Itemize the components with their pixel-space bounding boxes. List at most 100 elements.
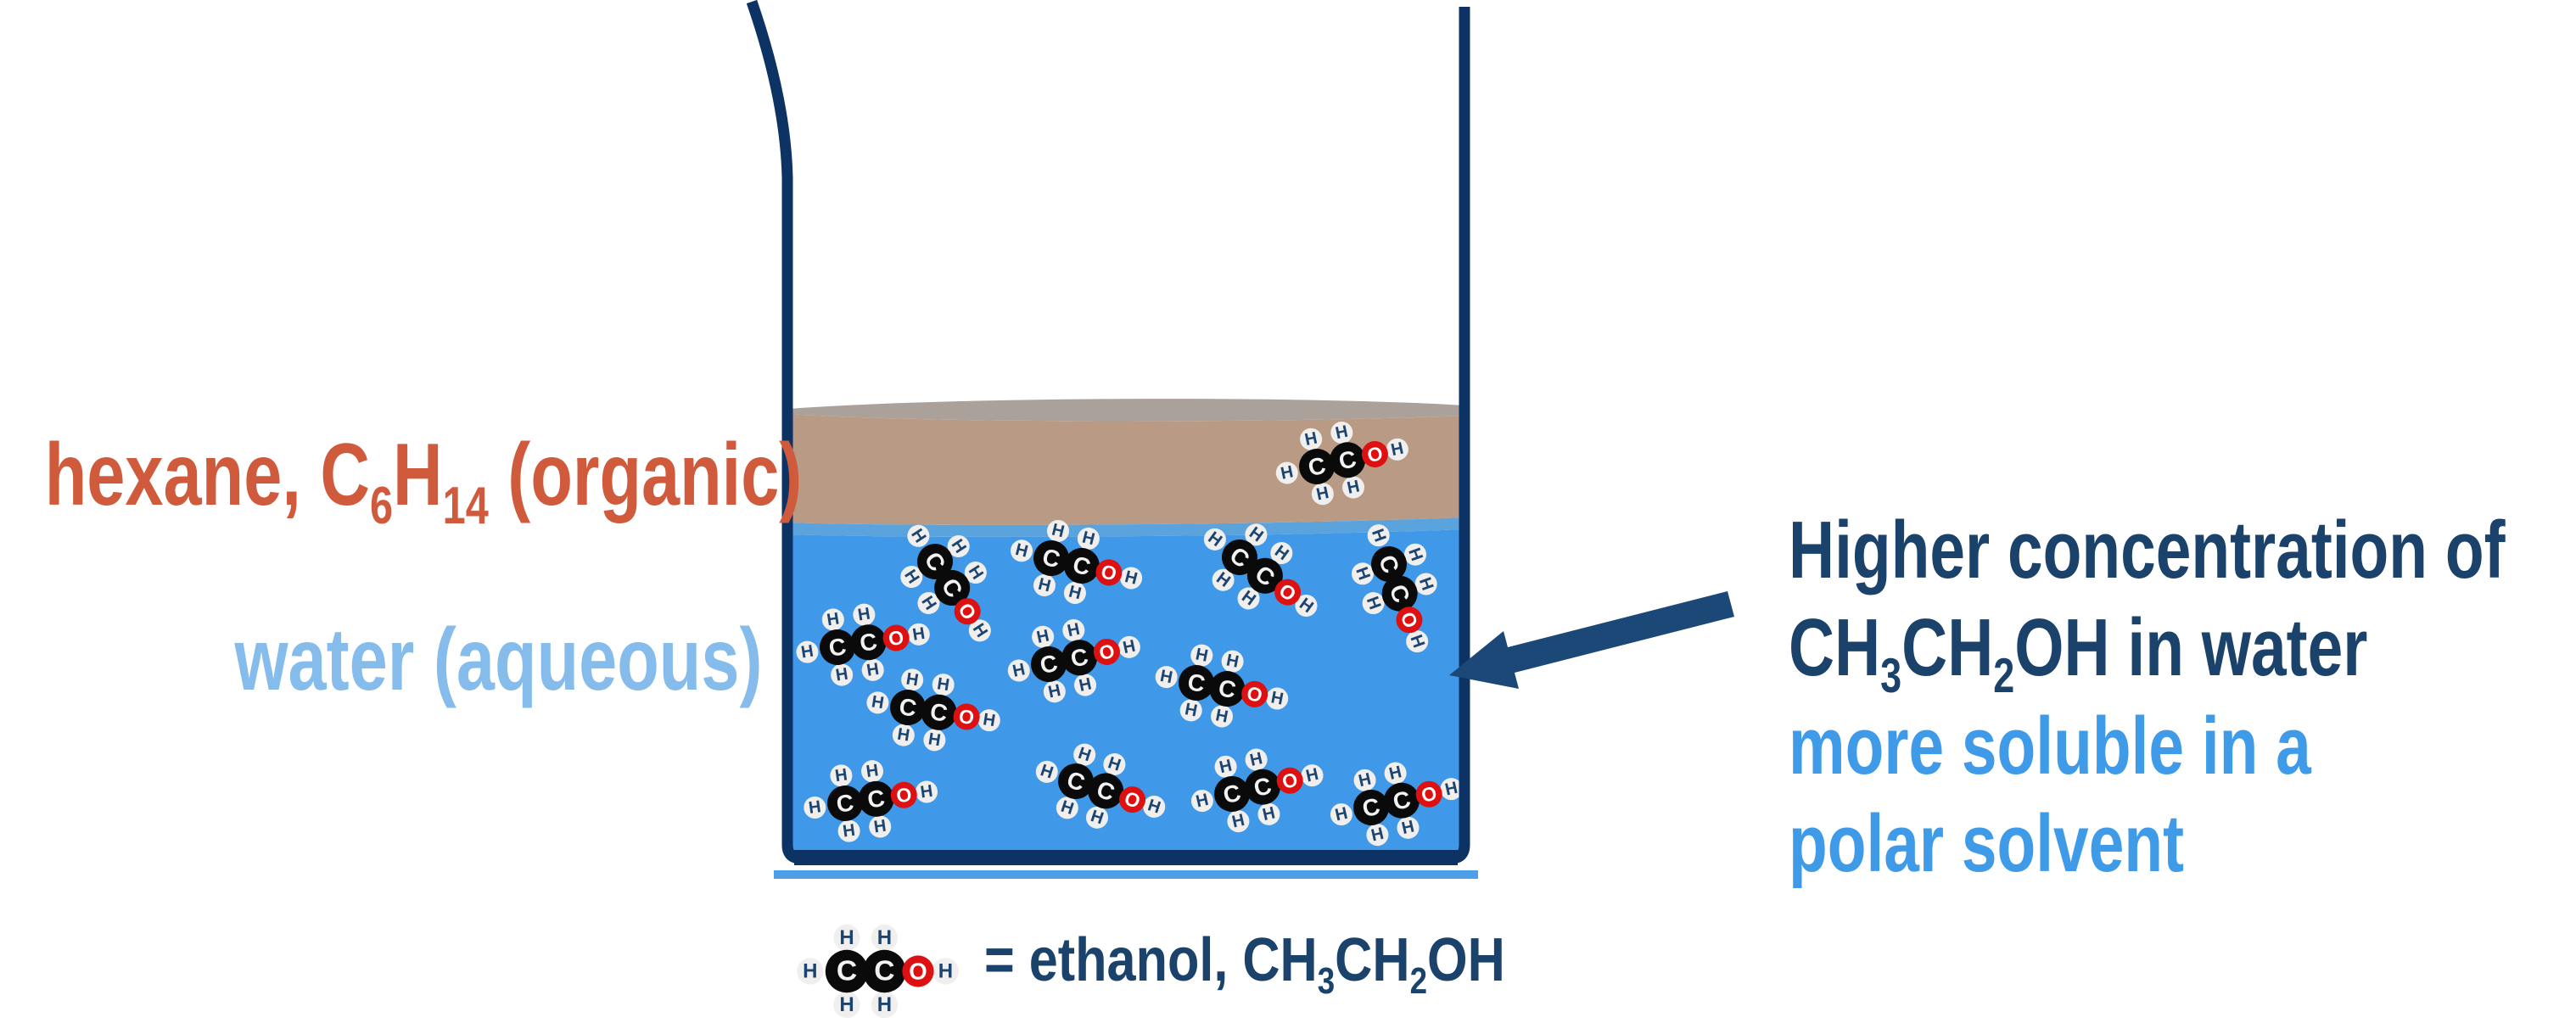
h-atom-label: H	[873, 817, 888, 837]
annotation-line-1: Higher concentration of	[1789, 510, 2576, 591]
h-atom	[821, 608, 844, 631]
h-atom	[866, 691, 889, 714]
h-atom-label: H	[842, 821, 856, 841]
h-atom	[1077, 527, 1100, 550]
annotation-line-4-text: polar solvent	[1789, 798, 2185, 889]
o-atom-label: O	[1245, 682, 1264, 707]
h-atom	[1179, 699, 1202, 722]
h-atom-label: H	[877, 926, 892, 949]
hexane-label-text: hexane, C6H14 (organic)	[44, 426, 802, 535]
h-atom-label: H	[1059, 797, 1077, 819]
h-atom	[1032, 625, 1055, 648]
o-atom	[953, 703, 980, 730]
c-atom	[1246, 557, 1283, 594]
h-atom	[1155, 666, 1178, 689]
annotation-line-3: more soluble in a	[1789, 706, 2459, 787]
c-atom	[1381, 575, 1418, 612]
h-atom	[977, 709, 1000, 732]
h-atom	[907, 524, 930, 547]
h-atom-label: H	[1194, 645, 1209, 665]
h-atom-label: H	[1214, 706, 1229, 726]
h-atom-label: H	[800, 642, 815, 662]
h-atom-label: H	[1145, 796, 1163, 817]
h-atom-label: H	[1387, 763, 1403, 784]
h-atom-label: H	[1346, 477, 1362, 498]
h-atom	[1245, 748, 1268, 771]
c-atom-label: C	[858, 628, 879, 657]
c-atom	[1245, 769, 1281, 805]
h-atom-label: H	[1076, 744, 1094, 765]
h-atom	[1330, 803, 1352, 826]
h-atom	[869, 815, 892, 838]
h-atom	[1362, 592, 1385, 615]
h-atom	[837, 819, 860, 842]
h-atom-label: H	[1011, 660, 1027, 681]
water-label: water (aqueous)	[86, 616, 762, 704]
h-atom	[1211, 705, 1234, 728]
h-atom	[1074, 674, 1097, 696]
c-atom	[820, 629, 855, 665]
h-atom-label: H	[1334, 422, 1350, 444]
o-atom-label: O	[895, 783, 913, 807]
c-atom	[850, 624, 887, 661]
c-atom	[1031, 646, 1067, 682]
c-atom	[1222, 539, 1257, 575]
h-atom-label: H	[1261, 803, 1277, 825]
o-atom-label: O	[1099, 560, 1119, 585]
h-atom	[1035, 760, 1058, 783]
h-atom-label: H	[1067, 583, 1083, 604]
h-atom	[907, 623, 930, 646]
c-atom	[1033, 540, 1069, 576]
h-atom-label: H	[1352, 565, 1374, 583]
h-atom	[1227, 810, 1250, 833]
h-atom-label: H	[1184, 700, 1199, 720]
h-atom	[1351, 562, 1374, 585]
c-atom	[1061, 640, 1098, 676]
h-atom	[1366, 824, 1389, 847]
h-atom-label: H	[826, 609, 841, 629]
h-atom	[1073, 743, 1096, 766]
annotation-line-4: polar solvent	[1789, 803, 2295, 885]
h-atom	[1353, 769, 1376, 791]
h-atom	[1300, 428, 1323, 450]
h-atom	[804, 797, 826, 819]
h-atom	[1414, 573, 1437, 595]
h-atom	[871, 992, 898, 1019]
o-atom-label: O	[957, 705, 976, 729]
h-atom	[861, 658, 884, 681]
h-atom-label: H	[919, 782, 933, 802]
c-atom	[921, 694, 957, 730]
h-atom	[1062, 619, 1085, 642]
annotation-arrow	[1449, 591, 1734, 689]
h-atom	[900, 565, 923, 588]
h-atom	[1384, 762, 1407, 785]
h-atom-label: H	[1368, 527, 1390, 545]
c-atom	[917, 544, 953, 579]
h-atom-label: H	[927, 730, 943, 750]
h-atom	[917, 592, 940, 615]
c-atom	[827, 785, 863, 821]
h-atom	[1295, 595, 1318, 618]
c-atom	[1063, 547, 1100, 584]
h-atom-label: H	[1269, 688, 1285, 708]
h-atom-label: H	[1050, 521, 1066, 542]
h-atom	[1311, 483, 1334, 506]
o-atom	[1415, 780, 1442, 808]
h-atom-label: H	[1218, 757, 1234, 778]
h-atom	[1245, 523, 1268, 546]
legend-text-content: = ethanol, CH3CH2OH	[984, 926, 1505, 1003]
h-atom	[1143, 795, 1166, 818]
h-atom-label: H	[1415, 575, 1437, 593]
h-atom	[1190, 644, 1213, 667]
h-atom	[1342, 476, 1365, 499]
beaker-outline	[746, 0, 1470, 864]
o-atom	[1276, 767, 1303, 794]
hexane-surface	[787, 399, 1464, 422]
h-atom-label: H	[871, 692, 886, 713]
h-atom	[1043, 680, 1066, 703]
